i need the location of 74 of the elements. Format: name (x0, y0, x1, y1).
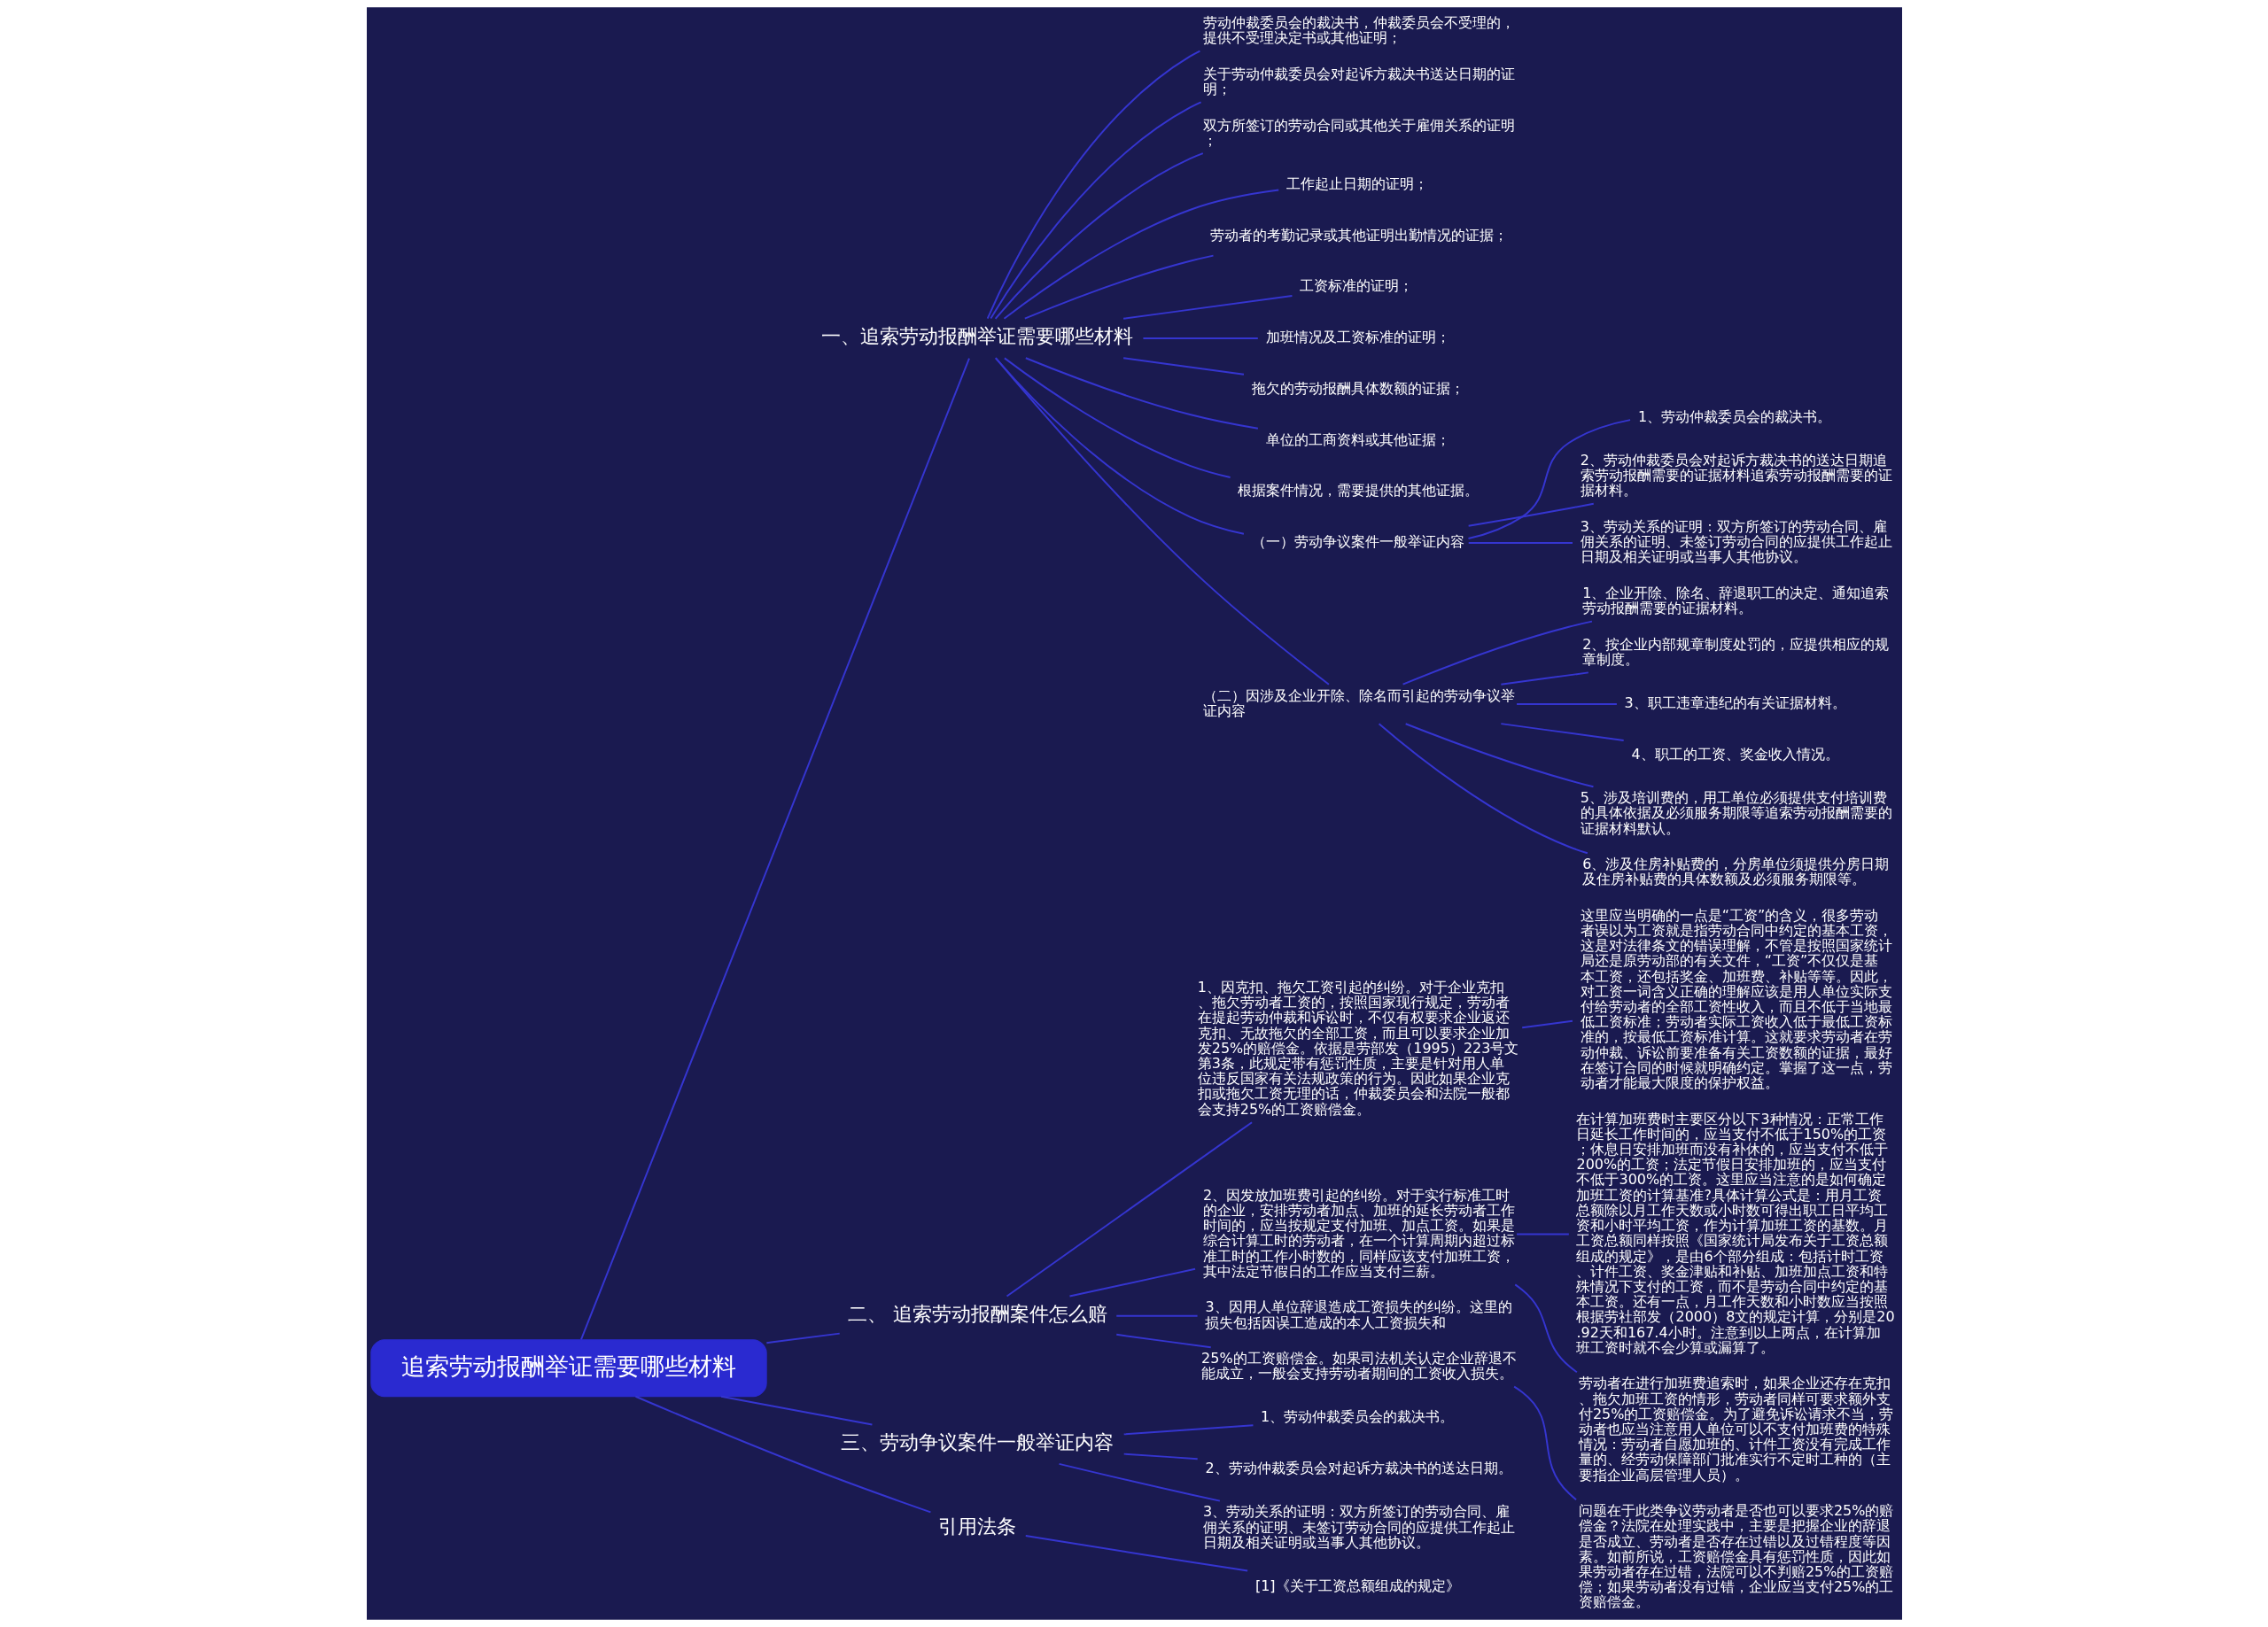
connector (1115, 1333, 1212, 1349)
connector (1024, 1534, 1248, 1572)
node-text: 这里应当明确的一点是“工资”的含义，很多劳动者误以为工资就是指劳动合同中约定的基本工资，这是对法律条文的错误理解，不管是按照国家统计局还是原劳动部的有关文件，“工资”不仅仅是基本工资，还包括奖金、加班费、补贴等等。因此，对工资一词含义正确的理解应该是用人单位实际支付给劳动者的全部工资性收入，而且不低于当地最低工资标准；劳动者实际工资收入低于最低工资标准的，按最低工资标准计算。这就要求劳动者在劳动仲裁、诉讼前要准备有关工资数额的证据，最好在签订合同的时候就明确约定。掌握了这一点，劳动者才能最大限度的保护权益。 (1580, 906, 1892, 1092)
node-text: 1、劳动仲裁委员会的裁决书。 (1260, 1408, 1454, 1426)
node-text: 25%的工资赔偿金。如果司法机关认定企业辞退不能成立，一般会支持劳动者期间的工资收入损失。 (1200, 1350, 1517, 1383)
connector (1515, 1233, 1570, 1236)
connector (994, 357, 1330, 686)
node-text: 2、劳动仲裁委员会对起诉方裁决书的送达日期。 (1204, 1460, 1512, 1477)
node-text: 1、劳动仲裁委员会的裁决书。 (1637, 407, 1831, 425)
node-text: 3、劳动关系的证明：双方所签订的劳动合同、雇佣关系的证明、未签订劳动合同的应提供工作起止日期及相关证明或当事人其他协议。 (1580, 518, 1892, 566)
connector (1404, 723, 1594, 788)
node-text: 工作起止日期的证明； (1285, 174, 1428, 192)
connector (1467, 542, 1573, 545)
connector (1122, 294, 1293, 320)
node-text: 拖欠的劳动报酬具体数额的证据； (1251, 379, 1464, 397)
connector (1115, 1314, 1199, 1317)
node-text: [1]《关于工资总额组成的规定》 (1254, 1577, 1460, 1594)
node-text: （一）劳动争议案件一般举证内容 (1251, 533, 1464, 551)
connector (1520, 1019, 1573, 1029)
connector (1122, 1453, 1199, 1460)
connector (989, 101, 1202, 320)
node-text: 3、职工违章违纪的有关证据材料。 (1624, 694, 1846, 712)
connector (1003, 357, 1231, 478)
connector (1023, 254, 1214, 320)
node-text: 关于劳动仲裁委员会对起诉方裁决书送达日期的证明； (1202, 65, 1515, 97)
connector (1002, 189, 1279, 320)
node-text: 3、因用人单位辞退造成工资损失的纠纷。这里的损失包括因误工造成的本人工资损失和 (1204, 1298, 1512, 1331)
connector (1499, 723, 1625, 741)
node-text: 3、劳动关系的证明：双方所签订的劳动合同、雇佣关系的证明、未签订劳动合同的应提供工作起止日期及相关证明或当事人其他协议。 (1202, 1503, 1515, 1551)
connector (719, 1395, 873, 1426)
connector (1515, 703, 1618, 705)
connector (1499, 671, 1589, 686)
node-text: 1、企业开除、除名、辞退职工的决定、通知追索劳动报酬需要的证据材料。 (1581, 585, 1889, 617)
node-text: 劳动者在进行加班费追索时，如果企业还存在克扣、拖欠加班工资的情形，劳动者同样可要求额外支付25%的工资赔偿金。为了避免诉讼请求不当，劳动者也应当注意用人单位可以不支付加班费的特殊情况：劳动者自愿加班的、计件工资没有完成工作量的、经劳动保障部门批准实行不定时工种的（主要指企业高层管理人员）。 (1578, 1375, 1893, 1484)
node-text: （二）因涉及企业开除、除名而引起的劳动争议举证内容 (1202, 686, 1515, 719)
node-text: 5、涉及培训费的，用工单位必须提供支付培训费的具体依据及必须服务期限等追索劳动报酬需要的证据材料默认。 (1580, 789, 1892, 837)
node-text: 一、追索劳动报酬举证需要哪些材料 (820, 324, 1133, 348)
node-text: 2、按企业内部规章制度处罚的，应提供相应的规章制度。 (1581, 635, 1889, 668)
connector (1068, 1267, 1196, 1298)
node-text: 二、 追索劳动报酬案件怎么赔 (847, 1302, 1107, 1326)
connector (1058, 1462, 1221, 1502)
node-text: 2、因发放加班费引起的纠纷。对于实行标准工时的企业，安排劳动者加点、加班的延长劳动者工作时间的，应当按规定支付加班、加点工资。如果是综合计算工时的劳动者，在一个计算周期内超过标准工时的工作小时数的，同样应该支付加班工资，其中法定节假日的工作应当支付三薪。 (1202, 1186, 1515, 1280)
node-text: 三、劳动争议案件一般举证内容 (840, 1430, 1114, 1454)
node-text: 4、职工的工资、奖金收入情况。 (1631, 745, 1839, 763)
node-text: 6、涉及住房补贴费的，分房单位须提供分房日期及住房补贴费的具体数额及必须服务期限等。 (1581, 856, 1889, 888)
connector (1513, 1283, 1578, 1374)
connector (994, 152, 1204, 320)
connector (1512, 1385, 1577, 1501)
connector (1378, 723, 1588, 855)
node-text: 劳动仲裁委员会的裁决书，仲裁委员会不受理的，提供不受理决定书或其他证明； (1202, 13, 1515, 47)
connector (1467, 419, 1631, 540)
connector (765, 1332, 841, 1344)
node-box: 追索劳动报酬举证需要哪些材料 (369, 1339, 767, 1398)
node-text: 工资标准的证明； (1299, 277, 1413, 295)
node-text: 问题在于此类争议劳动者是否也可以要求25%的赔偿金？法院在处理实践中，主要是把握企业的辞退是否成立、劳动者是否存在过错以及过错程度等因素。如前所说，工资赔偿金具有惩罚性质，因此如果劳动者存在过错，法院可以不判赔25%的工资赔偿；如果劳动者没有过错，企业应当支付25%的工资赔偿金。 (1578, 1502, 1893, 1611)
connector (1467, 502, 1595, 527)
connector (1122, 357, 1245, 376)
node-text: 加班情况及工资标准的证明； (1265, 329, 1450, 346)
connector (1402, 620, 1593, 686)
node-text: 根据案件情况，需要提供的其他证据。 (1237, 482, 1479, 500)
node-text: 在计算加班费时主要区分以下3种情况：正常工作日延长工作时间的，应当支付不低于150%的工资；休息日安排加班而没有补休的，应当支付不低于200%的工资；法定节假日安排加班的，应当支付不低于300%的工资。这里应当注意的是如何确定加班工资的计算基准?具体计算公式是：用月工资总额除以月工作天数或小时数可得出职工日平均工资和小时平均工资，作为计算加班工资的基数。月工资总额同样按照《国家统计局发布关于工资总额组成的规定》，是由6个部分组成：包括计时工资、计件工资、奖金津贴和补贴、加班加点工资和特殊情况下支付的工资，而不是劳动合同中约定的基本工资。还有一点，月工作天数和小时数应当按照根据劳社部发（2000）8文的规定计算，分别是20.92天和167.4小时。注意到以上两点，在计算加班工资时就不会少算或漏算了。 (1576, 1110, 1895, 1356)
connector (1122, 1424, 1254, 1436)
connector (579, 357, 970, 1341)
connector (1006, 1121, 1253, 1298)
node-text: 双方所签订的劳动合同或其他关于雇佣关系的证明； (1202, 116, 1515, 149)
connector (986, 50, 1200, 320)
node-text: 1、因克扣、拖欠工资引起的纠纷。对于企业克扣、拖欠劳动者工资的，按照国家现行规定，劳动者在提起劳动仲裁和诉讼时，不仅有权要求企业返还克扣、无故拖欠的全部工资，而且可以要求企业加发25%的赔偿金。依据是劳部发（1995）223号文第3条，此规定带有惩罚性质，主要是针对用人单位违反国家有关法规政策的行为。因此如果企业克扣或拖欠工资无理的话，仲裁委员会和法院一般都会支持25%的工资赔偿金。 (1197, 978, 1518, 1118)
connector (1024, 357, 1259, 430)
connector (1141, 337, 1259, 339)
node-text: 劳动者的考勤记录或其他证明出勤情况的证据； (1209, 226, 1508, 244)
connector (633, 1395, 931, 1514)
node-text: 引用法条 (937, 1514, 1016, 1538)
node-text: 2、劳动仲裁委员会对起诉方裁决书的送达日期追索劳动报酬需要的证据材料追索劳动报酬需要的证据材料。 (1580, 452, 1892, 500)
node-text: 单位的工商资料或其他证据； (1265, 430, 1450, 448)
